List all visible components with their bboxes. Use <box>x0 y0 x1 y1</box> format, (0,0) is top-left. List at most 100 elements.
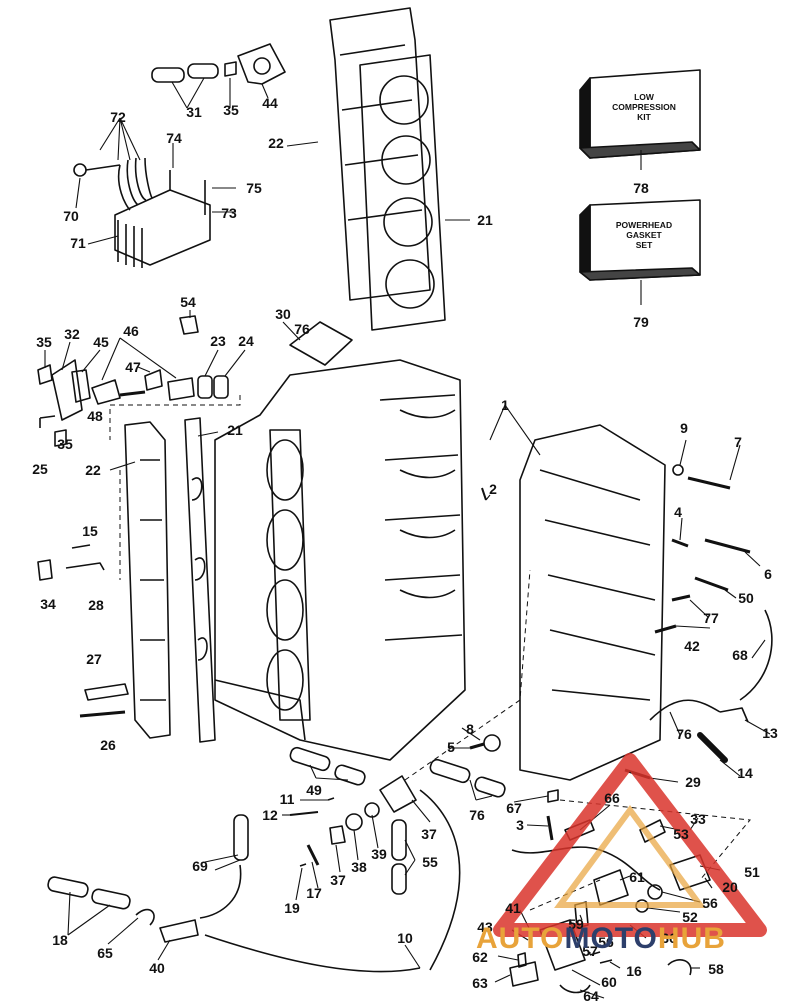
kit-label-line: COMPRESSION <box>612 101 676 112</box>
callout-number: 56 <box>702 895 718 911</box>
callout-number: 38 <box>351 859 367 875</box>
cover-44 <box>237 43 286 85</box>
callout-number: 21 <box>227 422 243 438</box>
hose-10-upper <box>419 789 461 971</box>
callout-number: 49 <box>306 782 322 798</box>
callout-number: 17 <box>306 885 322 901</box>
watermark-part-b: MOTO <box>564 922 658 955</box>
hose-76b <box>474 776 506 798</box>
fitting-35-left <box>37 364 53 385</box>
callout-number: 58 <box>708 961 724 977</box>
thermostat-46a <box>91 379 121 405</box>
washer-39 <box>364 802 380 818</box>
hose-18a <box>47 876 89 898</box>
tee-40 <box>159 919 199 943</box>
callout-number: 21 <box>477 212 493 228</box>
callout-number: 35 <box>223 102 239 118</box>
washer-11 <box>327 797 335 801</box>
callout-number: 36 <box>661 930 677 946</box>
callout-number: 65 <box>97 945 113 961</box>
callout-number: 72 <box>110 109 126 125</box>
bracket-45 <box>71 369 91 403</box>
seal-23 <box>197 375 213 399</box>
hose-10-lower <box>204 934 421 973</box>
callout-number: 46 <box>123 323 139 339</box>
callout-number: 26 <box>100 737 116 753</box>
grommet-38 <box>345 813 363 831</box>
powerhead-gasket-set-box <box>579 199 701 281</box>
thermostat-47 <box>144 369 163 391</box>
cover-44-port <box>253 57 271 75</box>
callout-number: 31 <box>186 104 202 120</box>
callout-number: 54 <box>180 294 196 310</box>
callout-number: 74 <box>166 130 182 146</box>
sensor-53 <box>639 819 666 843</box>
callout-number: 18 <box>52 932 68 948</box>
clip-64 <box>559 984 591 994</box>
callout-number: 14 <box>737 765 753 781</box>
watermark-part-c: HUB <box>657 922 726 955</box>
callout-number: 15 <box>82 523 98 539</box>
callout-number: 51 <box>744 864 760 880</box>
hose-76-right <box>649 699 721 721</box>
callout-number: 45 <box>93 334 109 350</box>
callout-number: 50 <box>738 590 754 606</box>
callout-number: 13 <box>762 725 778 741</box>
callout-number: 33 <box>690 811 706 827</box>
seal-24 <box>213 375 229 399</box>
callout-number: 62 <box>472 949 488 965</box>
bolt-50 <box>694 576 729 592</box>
clamp-65 <box>135 908 155 926</box>
kit-label-line: LOW <box>634 92 654 102</box>
kit-label-line: SET <box>635 239 653 250</box>
callout-number: 4 <box>674 504 682 520</box>
head-gasket-top <box>359 54 446 331</box>
callout-number: 78 <box>633 180 649 196</box>
fitting-67 <box>547 789 559 803</box>
callout-number: 64 <box>583 988 599 1004</box>
callout-number: 22 <box>85 462 101 478</box>
screw-25 <box>39 415 56 428</box>
hose-14 <box>697 732 728 763</box>
hose-55b <box>391 863 407 895</box>
sender-28 <box>65 562 105 571</box>
elbow-37-upper <box>379 775 417 813</box>
screw-48 <box>119 390 146 397</box>
callout-number: 76 <box>676 726 692 742</box>
fitting-54 <box>179 315 199 335</box>
stud-3 <box>546 815 554 841</box>
hose-pieces-31 <box>151 63 219 83</box>
callout-number: 29 <box>685 774 701 790</box>
callout-number: 20 <box>722 879 738 895</box>
crankcase-half <box>519 424 666 781</box>
fitting-35-lower <box>54 429 67 447</box>
callout-number: 71 <box>70 235 86 251</box>
callout-number: 19 <box>284 900 300 916</box>
callout-number: 8 <box>466 721 474 737</box>
callout-number: 16 <box>626 963 642 979</box>
solenoid-20 <box>669 854 711 891</box>
rectifier-module <box>73 157 211 268</box>
pin-17 <box>306 844 320 866</box>
screw-12 <box>289 811 319 816</box>
cylinder-block <box>214 359 466 761</box>
screw-57 <box>589 951 601 956</box>
dowel-4 <box>671 538 689 548</box>
block-63 <box>509 961 539 987</box>
spring-62 <box>517 952 527 968</box>
screw-2 <box>481 487 487 501</box>
powerhead-gasket-set-label: POWERHEAD GASKET SET <box>598 220 690 250</box>
callout-number: 55 <box>422 854 438 870</box>
callout-number: 40 <box>149 960 165 976</box>
cylinder-head-cover <box>329 7 431 301</box>
clamp-58 <box>667 959 692 976</box>
callout-number: 47 <box>125 359 141 375</box>
callout-number: 59 <box>568 916 584 932</box>
callout-number: 2 <box>489 481 497 497</box>
washer-8 <box>483 734 501 752</box>
hose-76a <box>429 758 471 784</box>
callout-number: 68 <box>732 647 748 663</box>
callout-number: 22 <box>268 135 284 151</box>
hose-68 <box>739 609 773 701</box>
cylinder-head-left <box>124 421 171 739</box>
